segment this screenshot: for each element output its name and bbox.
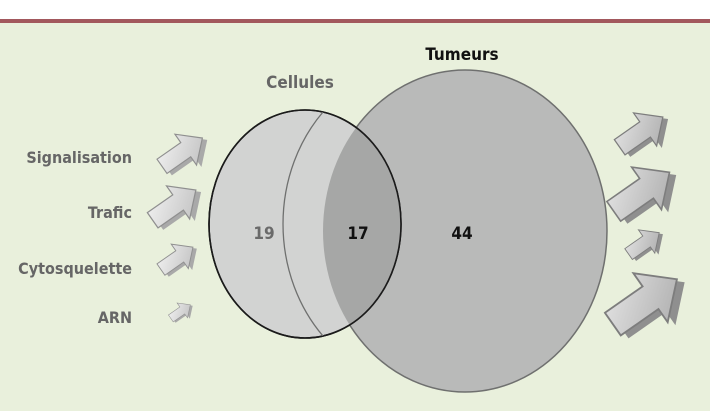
count-overlap: 17: [347, 224, 368, 244]
arrow-right-signalisation: [613, 112, 669, 157]
arrow-left-cytosquelette: [156, 243, 197, 277]
header-band: [0, 0, 710, 19]
arrow-left-signalisation: [156, 133, 208, 176]
set-label-tumeurs: Tumeurs: [425, 45, 498, 65]
category-label-signalisation: Signalisation: [26, 148, 132, 167]
header-rule: [0, 19, 710, 23]
set-label-cellules: Cellules: [266, 73, 334, 93]
category-label-cytosquelette: Cytosquelette: [18, 259, 132, 278]
count-only-tumeurs: 44: [451, 224, 472, 244]
arrow-right-cytosquelette: [624, 229, 663, 261]
count-only-cellules: 19: [253, 224, 274, 244]
arrow-right-trafic: [605, 166, 677, 224]
arrow-left-arn: [168, 302, 193, 323]
arrow-right-arn: [603, 272, 685, 339]
arrow-left-trafic: [146, 185, 202, 230]
category-label-trafic: Trafic: [88, 203, 132, 222]
category-label-arn: ARN: [98, 308, 132, 327]
